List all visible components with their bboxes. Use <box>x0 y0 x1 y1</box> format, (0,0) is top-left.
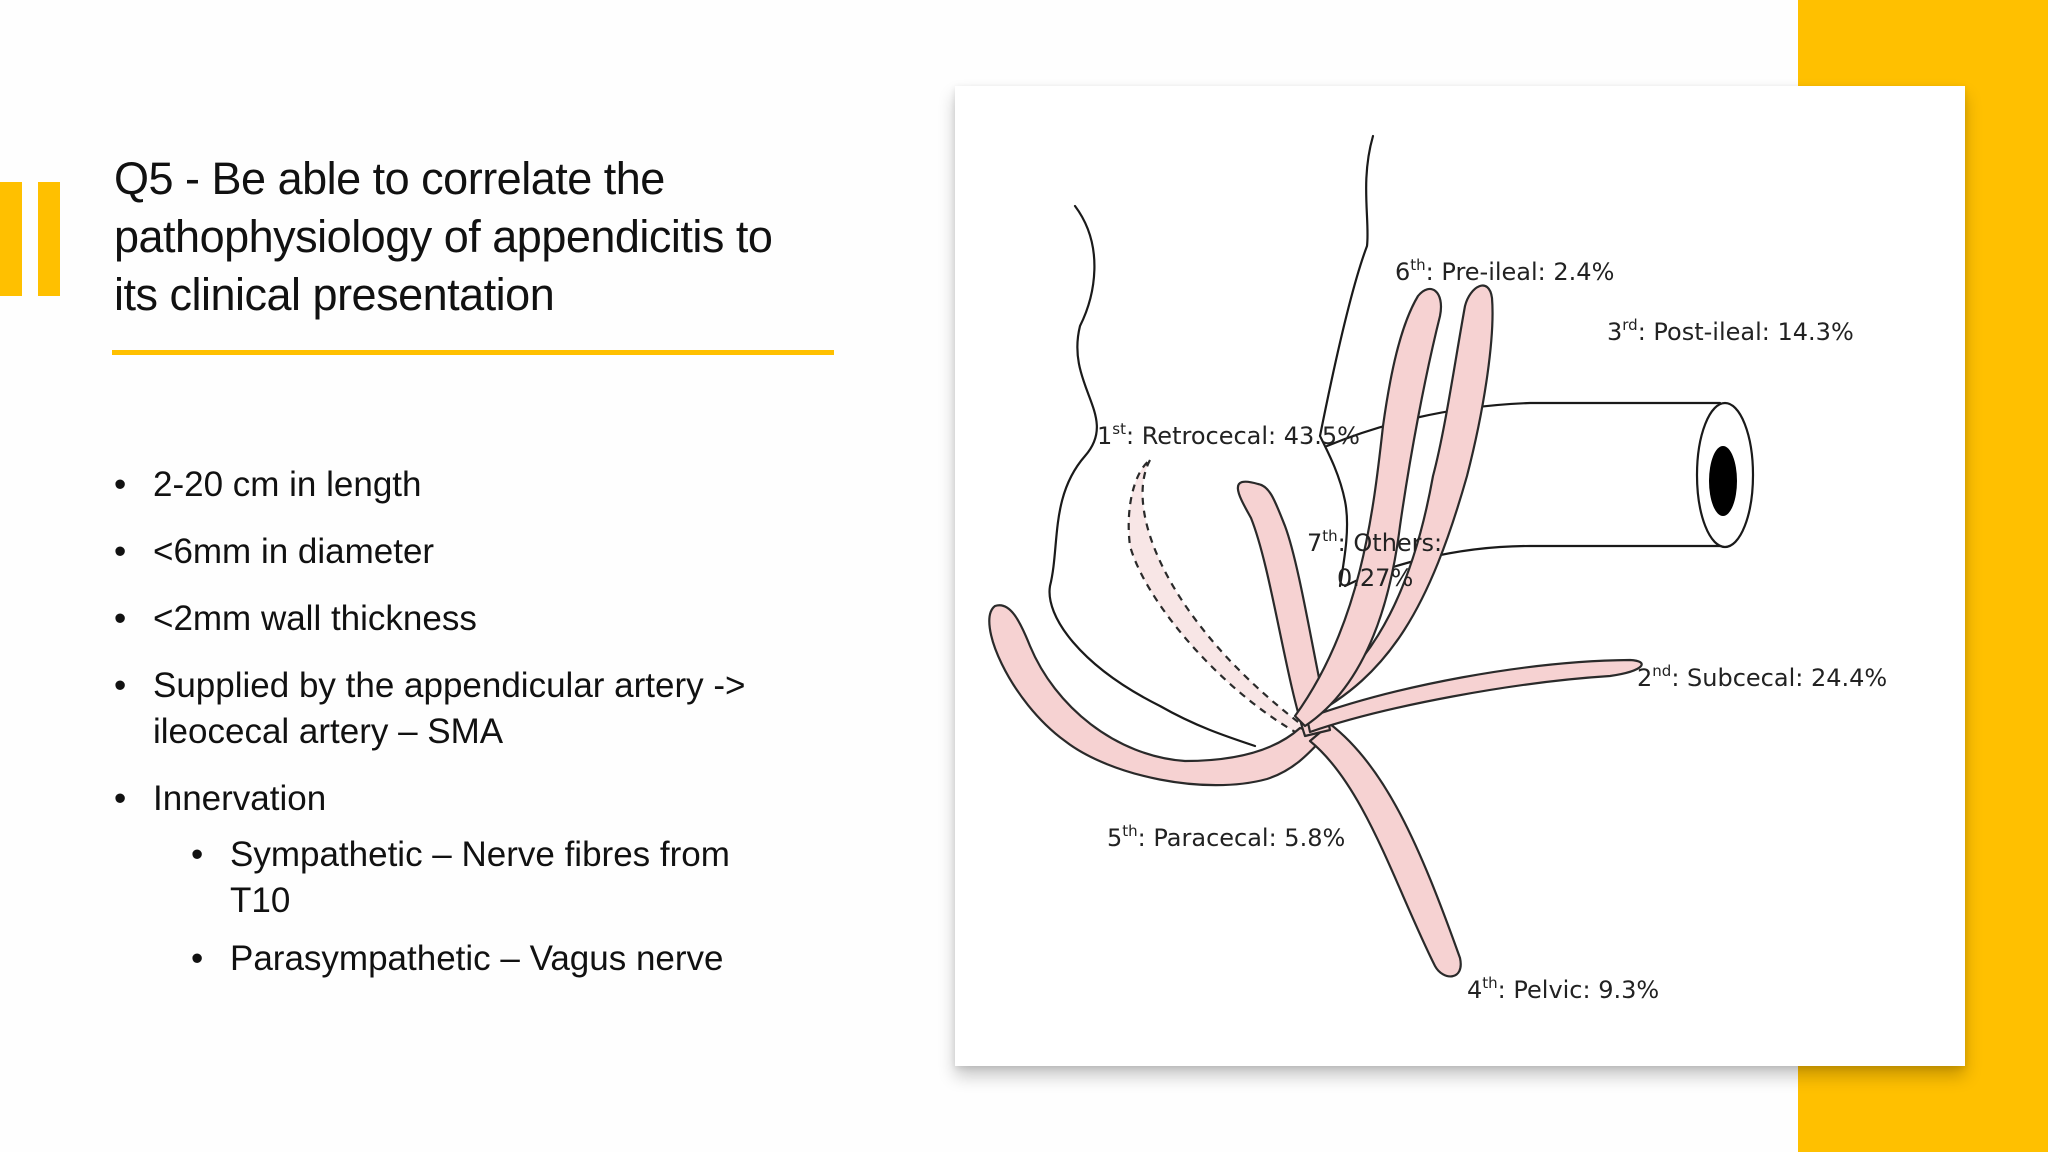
cecum-right-wall <box>1318 134 1375 588</box>
label-others: 7th: Others: <box>1307 527 1442 557</box>
label-postileal: 3rd: Post-ileal: 14.3% <box>1607 316 1854 346</box>
label-retrocecal: 1st: Retrocecal: 43.5% <box>1097 420 1360 450</box>
sub-bullet-text: Parasympathetic – Vagus nerve <box>230 939 724 978</box>
ileum-upper-wall <box>1325 401 1722 448</box>
appendix-paracecal <box>988 604 1327 787</box>
quote-mark-bar-left <box>0 182 22 296</box>
appendix-postileal <box>1298 284 1494 720</box>
label-preileal: 6th: Pre-ileal: 2.4% <box>1395 256 1614 286</box>
appendix-positions-diagram: 6th: Pre-ileal: 2.4% 3rd: Post-ileal: 14… <box>988 134 1887 1004</box>
bullet-item: Innervation Sympathetic – Nerve fibres f… <box>114 776 854 982</box>
label-subcecal: 2nd: Subcecal: 24.4% <box>1637 662 1887 692</box>
sub-bullet-list: Sympathetic – Nerve fibres from T10 Para… <box>191 832 854 982</box>
sub-bullet-item: Parasympathetic – Vagus nerve <box>191 936 854 982</box>
bullet-item: <6mm in diameter <box>114 529 854 575</box>
bullet-item: <2mm wall thickness <box>114 596 854 642</box>
quote-mark-bar-right <box>38 182 60 296</box>
cecum-left-wall <box>1048 204 1257 748</box>
sub-bullet-text: T10 <box>230 881 291 920</box>
title-line: Q5 - Be able to correlate the <box>114 153 665 204</box>
sub-bullet-text: Sympathetic – Nerve fibres from <box>230 835 730 874</box>
bullet-text: 2-20 cm in length <box>153 465 422 504</box>
title-underline <box>112 350 834 355</box>
slide-title: Q5 - Be able to correlate the pathophysi… <box>114 150 854 324</box>
bullet-text: Supplied by the appendicular artery -> <box>153 666 746 705</box>
bullet-item: Supplied by the appendicular artery -> i… <box>114 663 854 755</box>
label-pelvic: 4th: Pelvic: 9.3% <box>1467 974 1659 1004</box>
title-line: its clinical presentation <box>114 269 555 320</box>
bullet-item: 2-20 cm in length <box>114 462 854 508</box>
appendix-retrocecal <box>1127 458 1342 754</box>
bullet-text: Innervation <box>153 779 327 818</box>
bullet-text: <6mm in diameter <box>153 532 435 571</box>
bullet-list: 2-20 cm in length <6mm in diameter <2mm … <box>114 462 854 1003</box>
bullet-text: <2mm wall thickness <box>153 599 477 638</box>
sub-bullet-item: Sympathetic – Nerve fibres from T10 <box>191 832 854 924</box>
appendix-positions-figure: 6th: Pre-ileal: 2.4% 3rd: Post-ileal: 14… <box>955 86 1965 1066</box>
label-paracecal: 5th: Paracecal: 5.8% <box>1107 822 1345 852</box>
appendix-others <box>1236 480 1332 738</box>
appendix-subcecal <box>1305 658 1643 734</box>
title-line: pathophysiology of appendicitis to <box>114 211 773 262</box>
appendix-preileal <box>1293 288 1443 728</box>
label-others-value: 0.27% <box>1337 564 1413 592</box>
appendix-pelvic <box>1308 722 1462 978</box>
ileum-lumen <box>1709 446 1737 516</box>
bullet-text: ileocecal artery – SMA <box>153 712 504 751</box>
